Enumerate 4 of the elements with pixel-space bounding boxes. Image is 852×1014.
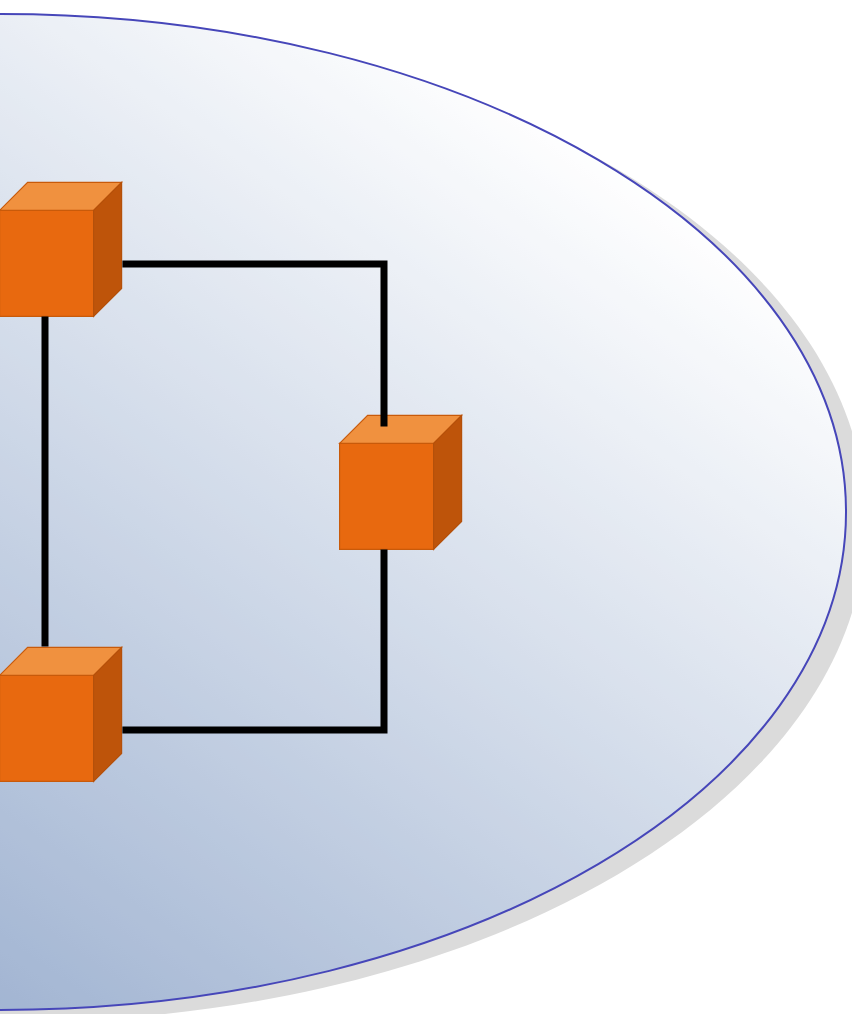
connector-line bbox=[41, 316, 49, 647]
connector-line bbox=[122, 549, 388, 734]
ellipse-region bbox=[0, 13, 852, 1014]
connector-line bbox=[122, 260, 388, 427]
